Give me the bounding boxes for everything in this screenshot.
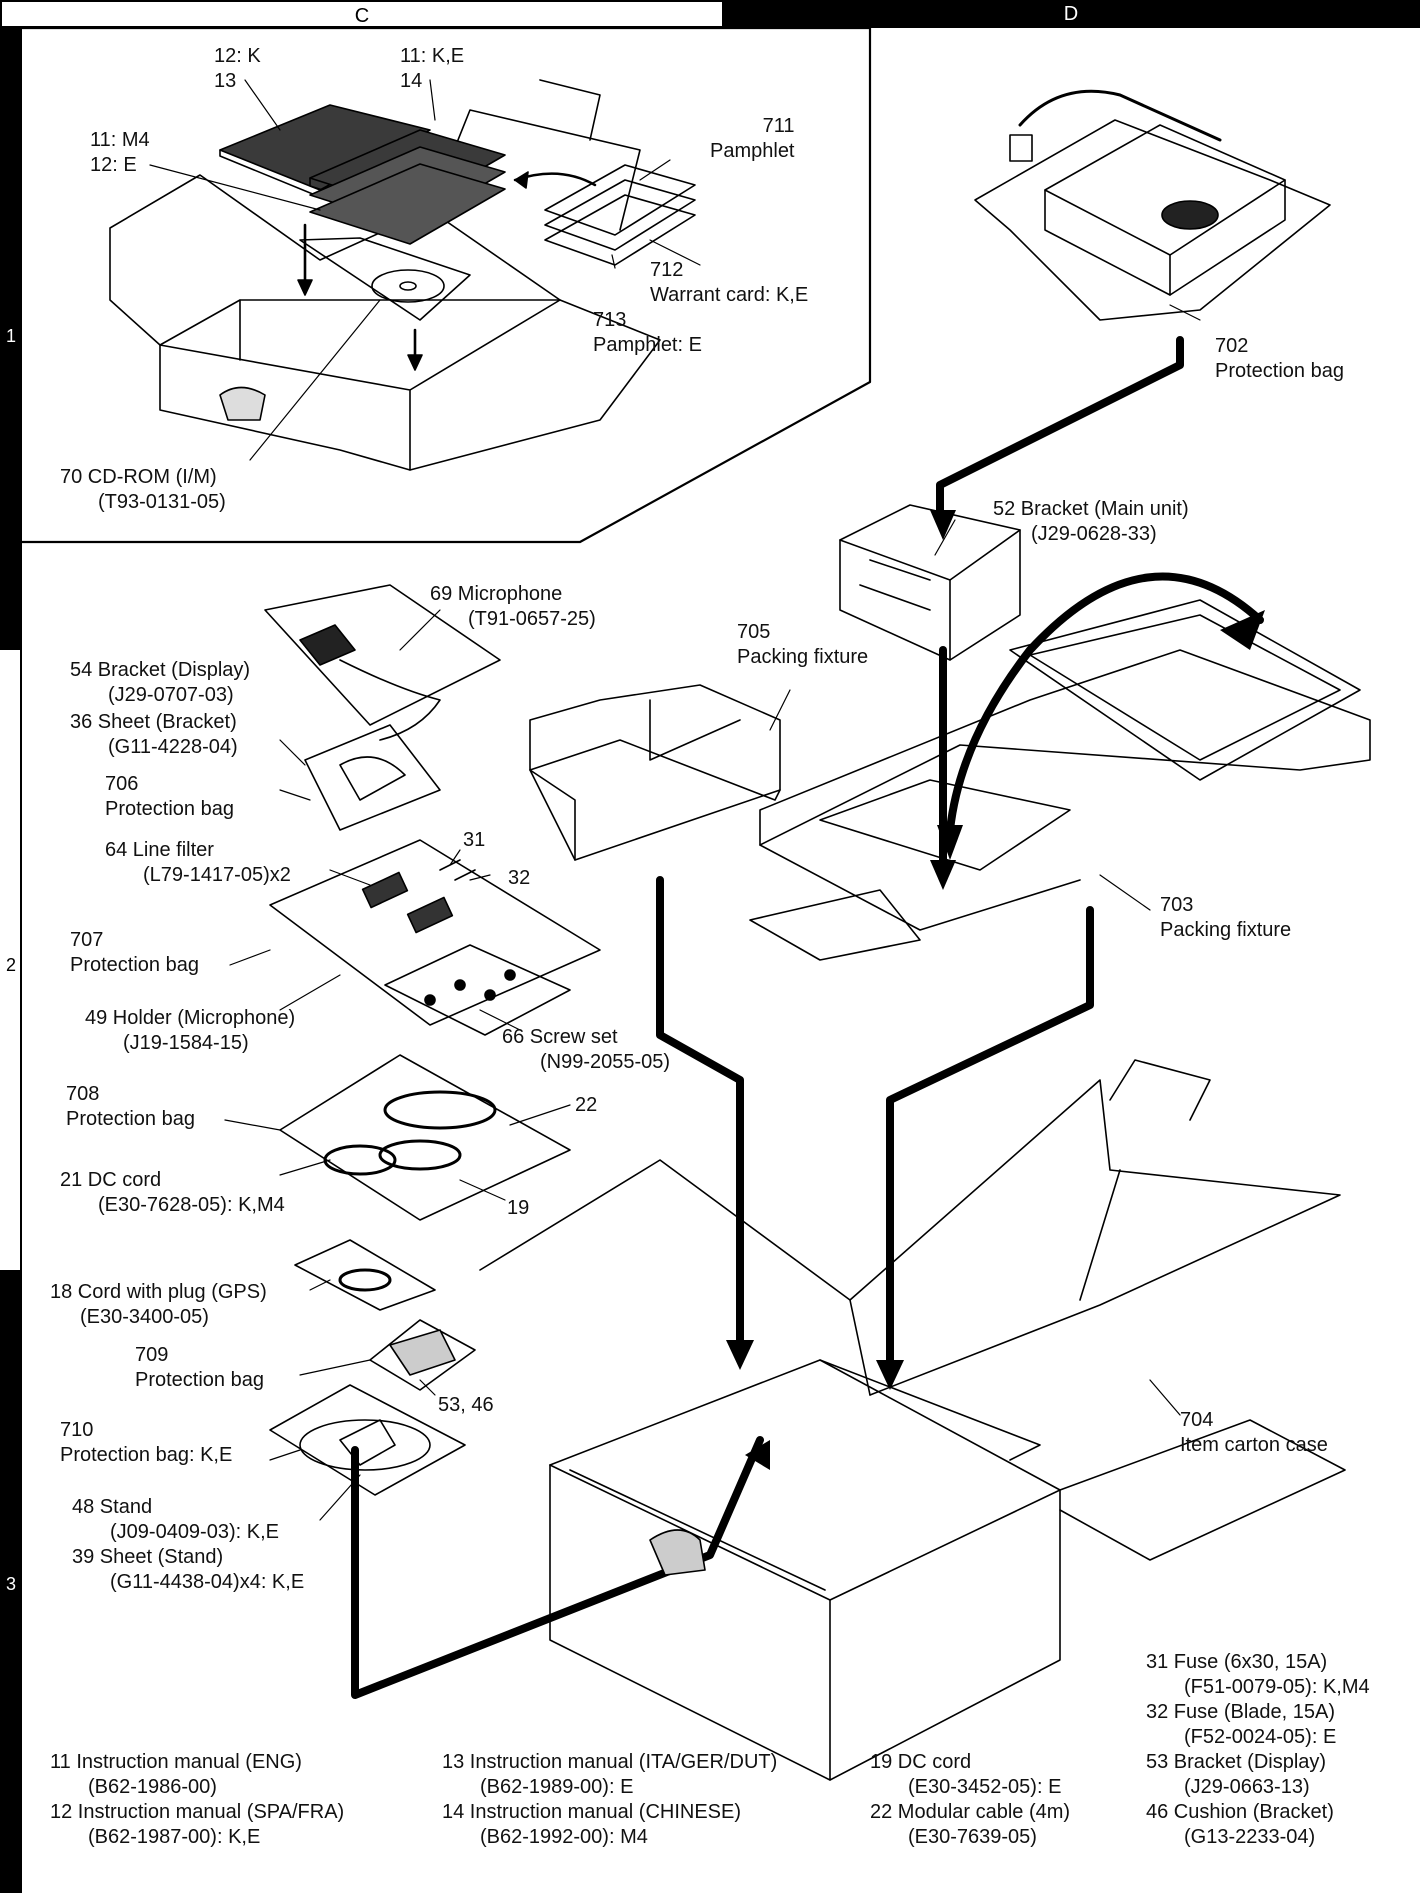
callout-32: 32 [508, 867, 531, 889]
callout-18: 18 Cord with plug (GPS)(E30-3400-05) [50, 1281, 267, 1328]
leader-lines [149, 79, 1201, 1521]
manual-stacks [219, 104, 506, 245]
cd-rom [297, 223, 471, 371]
column-header-d: D [722, 0, 1420, 28]
callout-48: 48 Stand(J09-0409-03): K,E [72, 1496, 279, 1543]
row-mark-2: 2 [5, 955, 16, 975]
callout-22: 22 [575, 1094, 598, 1116]
callout-31: 31 [463, 829, 486, 851]
assembly-arrows [351, 336, 1264, 1699]
screw-set [384, 944, 571, 1036]
callout-36: 36 Sheet (Bracket)(G11-4228-04) [70, 711, 238, 758]
callout-54: 54 Bracket (Display)(J29-0707-03) [70, 659, 251, 706]
main-unit [974, 89, 1331, 321]
callout-19: 19 [507, 1197, 530, 1219]
callout-70: 70 CD-ROM (I/M)(T93-0131-05) [60, 466, 226, 513]
packing-fixture-703 [749, 599, 1371, 961]
row-mark-3: 3 [5, 1574, 16, 1594]
dc-cord-bag [279, 1054, 571, 1221]
inset-panel-border [20, 26, 872, 544]
row-bar-3 [0, 1270, 22, 1893]
callout-49: 49 Holder (Microphone)(J19-1584-15) [85, 1007, 296, 1054]
parts-list-col1: 11 Instruction manual (ENG)(B62-1986-00)… [50, 1751, 345, 1848]
callout-64: 64 Line filter(L79-1417-05)x2 [105, 839, 291, 886]
column-header-c: C [0, 0, 722, 28]
callout-52: 52 Bracket (Main unit)(J29-0628-33) [993, 498, 1189, 545]
pamphlets [513, 164, 696, 266]
parts-list-col3: 19 DC cord(E30-3452-05): E 22 Modular ca… [870, 1751, 1071, 1848]
bracket-display-bag-709 [369, 1319, 476, 1391]
callout-69: 69 Microphone(T91-0657-25) [430, 583, 596, 630]
bracket-display-bag [304, 724, 441, 831]
gps-cord-bag [294, 1239, 436, 1311]
row-mark-1: 1 [5, 326, 16, 346]
packing-fixture-705 [529, 684, 781, 861]
callout-53-46: 53, 46 [438, 1394, 494, 1416]
row-bar-1 [0, 28, 22, 650]
arrow-heads [726, 510, 1265, 1470]
callout-66: 66 Screw set(N99-2055-05) [502, 1026, 671, 1073]
row-bar-2 [0, 650, 22, 1270]
callout-21: 21 DC cord(E30-7628-05): K,M4 [60, 1169, 285, 1216]
microphone [264, 584, 501, 741]
item-carton [479, 1059, 1346, 1781]
callout-39: 39 Sheet (Stand)(G11-4438-04)x4: K,E [72, 1546, 305, 1593]
small-carton [109, 79, 661, 471]
parts-list-col4: 31 Fuse (6x30, 15A)(F51-0079-05): K,M4 3… [1146, 1651, 1370, 1848]
line-filter-bag [269, 839, 601, 1026]
stand-bag [269, 1384, 466, 1496]
parts-list-col2: 13 Instruction manual (ITA/GER/DUT)(B62-… [442, 1751, 778, 1848]
bracket-main-unit [839, 504, 1021, 661]
